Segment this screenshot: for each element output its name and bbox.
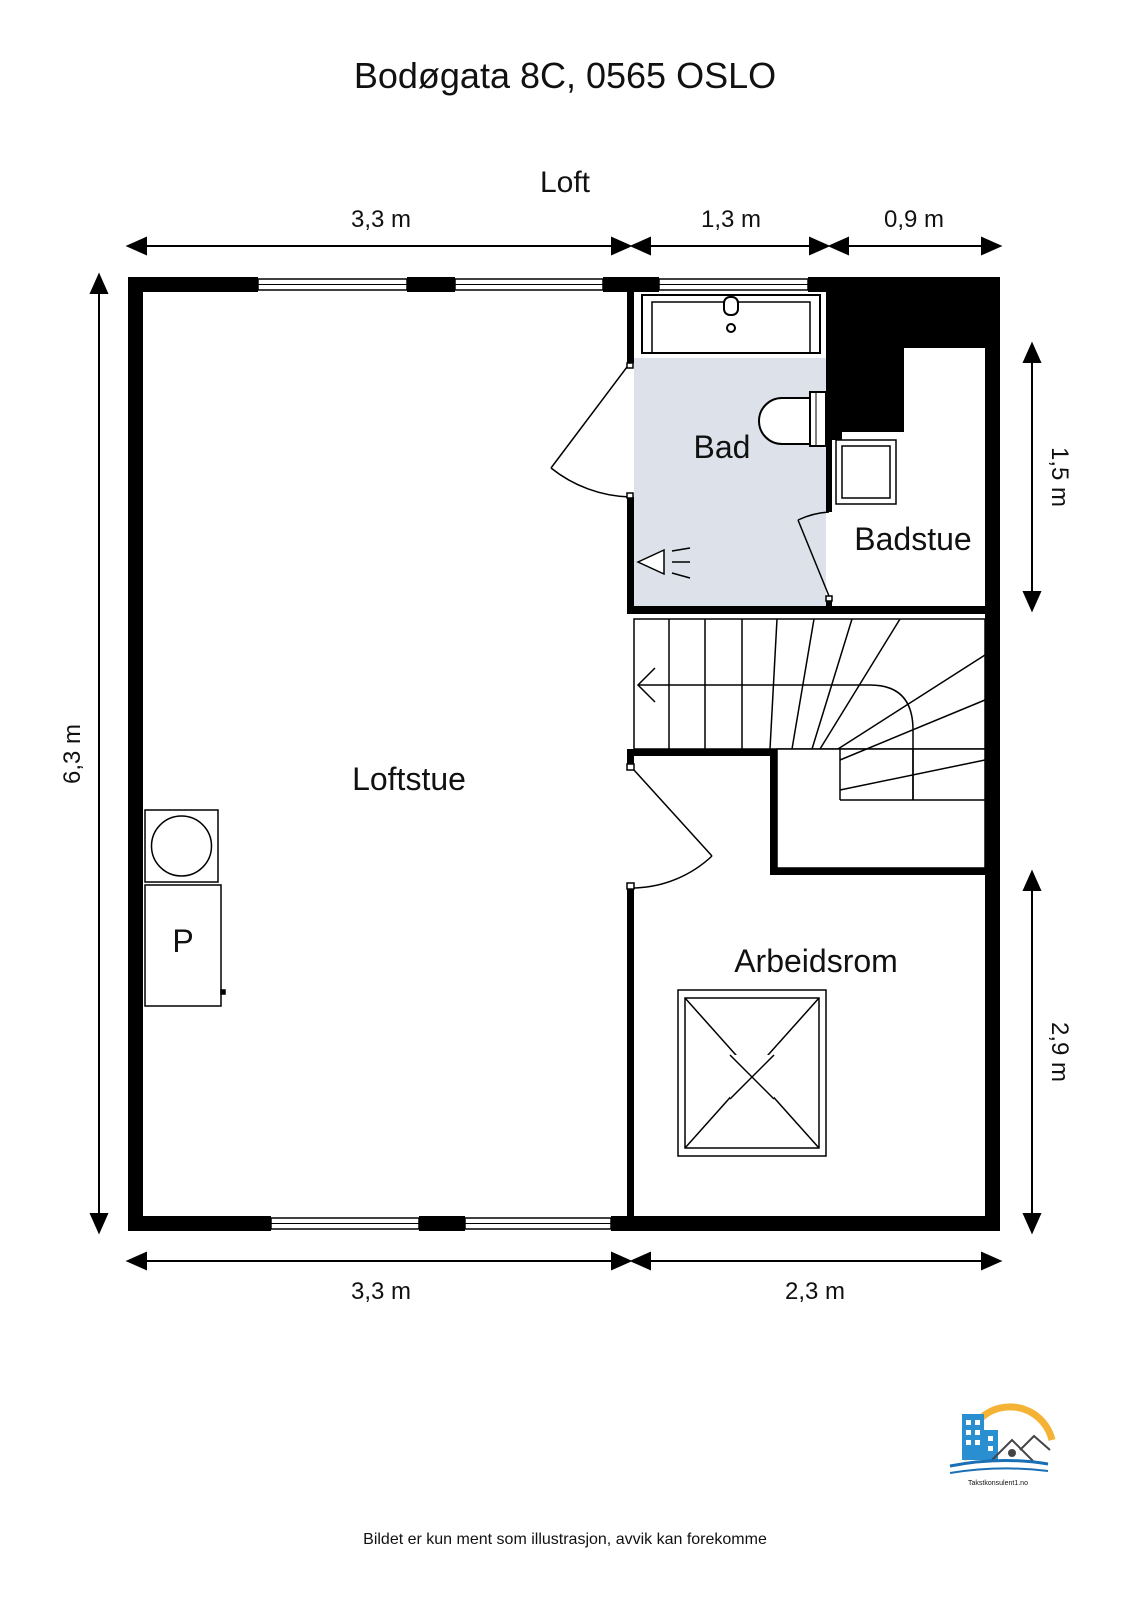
room-label-arbeidsrom: Arbeidsrom <box>734 943 898 979</box>
company-logo <box>949 1403 1056 1474</box>
room-label-bad: Bad <box>694 429 751 465</box>
dim-bottom-right: 2,3 m <box>785 1278 845 1305</box>
dimension-lines <box>89 236 1042 1271</box>
walls <box>128 277 1000 1231</box>
dim-bottom-left: 3,3 m <box>351 1278 411 1305</box>
disclaimer: Bildet er kun ment som illustrasjon, avv… <box>363 1531 767 1548</box>
bath-door-icon <box>550 362 634 499</box>
address-title: Bodøgata 8C, 0565 OSLO <box>354 55 776 96</box>
skylight-icon <box>677 989 827 1157</box>
staircase <box>633 618 986 869</box>
sauna-heater-icon <box>835 439 897 505</box>
dim-top-right: 0,9 m <box>884 206 944 233</box>
sauna-door-icon <box>797 511 833 602</box>
panel-cabinet <box>144 884 226 1007</box>
logo-text: Takstkonsulent1.no <box>968 1480 1028 1487</box>
room-label-badstue: Badstue <box>854 521 971 557</box>
toilet-icon <box>758 391 827 447</box>
dim-top-left: 3,3 m <box>351 206 411 233</box>
stove-icon <box>144 809 219 883</box>
room-label-loftstue: Loftstue <box>352 761 466 797</box>
panel-label: P <box>172 923 193 959</box>
dim-right-lower: 2,9 m <box>1046 1022 1073 1082</box>
sink-icon <box>641 294 821 354</box>
dim-left-height: 6,3 m <box>59 724 86 784</box>
shower-icon <box>636 547 691 579</box>
dim-top-mid: 1,3 m <box>701 206 761 233</box>
floor-label: Loft <box>540 166 591 199</box>
office-door-icon <box>626 763 713 890</box>
dim-right-upper: 1,5 m <box>1046 447 1073 507</box>
